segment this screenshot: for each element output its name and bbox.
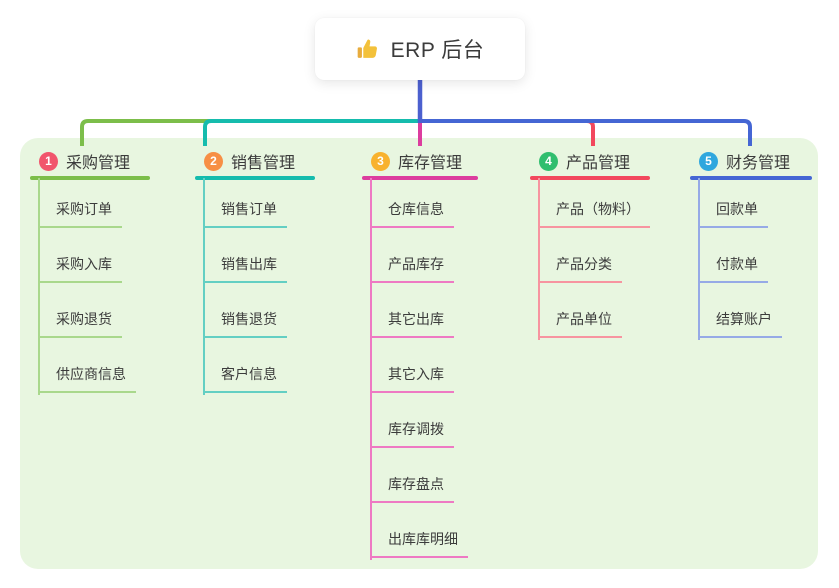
child-label: 仓库信息 — [388, 201, 444, 217]
child-label: 其它出库 — [388, 311, 444, 327]
child-label: 销售退货 — [221, 311, 277, 327]
child-node[interactable]: 销售订单 — [203, 194, 287, 228]
root-node[interactable]: ERP 后台 — [315, 18, 525, 80]
child-node[interactable]: 产品（物料） — [538, 194, 650, 228]
priority-badge: 2 — [204, 151, 223, 171]
child-node[interactable]: 出库库明细 — [370, 524, 468, 558]
branch-header[interactable]: 5 财务管理 — [690, 146, 812, 176]
child-node[interactable]: 供应商信息 — [38, 359, 136, 393]
child-node[interactable]: 库存调拨 — [370, 414, 454, 448]
branch-spine — [38, 178, 40, 395]
branch-underline — [30, 176, 150, 180]
child-label: 产品（物料） — [556, 201, 640, 217]
child-label: 采购入库 — [56, 256, 112, 272]
child-node[interactable]: 客户信息 — [203, 359, 287, 393]
child-node[interactable]: 产品分类 — [538, 249, 622, 283]
child-label: 销售订单 — [221, 201, 277, 217]
child-label: 供应商信息 — [56, 366, 126, 382]
branch-label: 财务管理 — [726, 155, 791, 172]
child-label: 出库库明细 — [388, 531, 458, 547]
child-label: 采购订单 — [56, 201, 112, 217]
branch-label: 采购管理 — [66, 155, 131, 172]
child-node[interactable]: 销售退货 — [203, 304, 287, 338]
child-label: 结算账户 — [716, 311, 772, 327]
child-label: 销售出库 — [221, 256, 277, 272]
priority-badge: 3 — [371, 151, 390, 171]
branch-spine — [370, 178, 372, 560]
priority-badge: 1 — [39, 151, 58, 171]
child-label: 回款单 — [716, 201, 758, 217]
child-node[interactable]: 销售出库 — [203, 249, 287, 283]
branch-spine — [698, 178, 700, 340]
branch-label: 产品管理 — [566, 155, 631, 172]
branch-header[interactable]: 4 产品管理 — [530, 146, 650, 176]
child-node[interactable]: 回款单 — [698, 194, 768, 228]
child-node[interactable]: 采购订单 — [38, 194, 122, 228]
child-label: 产品单位 — [556, 311, 612, 327]
branch-underline — [690, 176, 812, 180]
child-label: 付款单 — [716, 256, 758, 272]
branch-spine — [203, 178, 205, 395]
branches-panel — [20, 138, 818, 569]
priority-badge: 4 — [539, 151, 558, 171]
child-label: 产品库存 — [388, 256, 444, 272]
branch-spine — [538, 178, 540, 340]
child-node[interactable]: 其它入库 — [370, 359, 454, 393]
child-label: 其它入库 — [388, 366, 444, 382]
child-node[interactable]: 付款单 — [698, 249, 768, 283]
branch-header[interactable]: 1 采购管理 — [30, 146, 150, 176]
child-node[interactable]: 产品单位 — [538, 304, 622, 338]
child-node[interactable]: 采购退货 — [38, 304, 122, 338]
thumbs-up-icon — [357, 39, 377, 58]
child-node[interactable]: 结算账户 — [698, 304, 782, 338]
child-node[interactable]: 其它出库 — [370, 304, 454, 338]
child-node[interactable]: 产品库存 — [370, 249, 454, 283]
child-label: 库存盘点 — [388, 476, 444, 492]
root-title: ERP 后台 — [390, 39, 485, 62]
child-label: 客户信息 — [221, 366, 277, 382]
priority-badge: 5 — [699, 151, 718, 171]
branch-label: 销售管理 — [231, 155, 296, 172]
branch-underline — [362, 176, 478, 180]
child-label: 采购退货 — [56, 311, 112, 327]
branch-underline — [530, 176, 650, 180]
child-node[interactable]: 仓库信息 — [370, 194, 454, 228]
branch-underline — [195, 176, 315, 180]
child-label: 产品分类 — [556, 256, 612, 272]
branch-label: 库存管理 — [398, 155, 463, 172]
child-node[interactable]: 库存盘点 — [370, 469, 454, 503]
child-node[interactable]: 采购入库 — [38, 249, 122, 283]
branch-header[interactable]: 2 销售管理 — [195, 146, 315, 176]
child-label: 库存调拨 — [388, 421, 444, 437]
branch-header[interactable]: 3 库存管理 — [362, 146, 478, 176]
